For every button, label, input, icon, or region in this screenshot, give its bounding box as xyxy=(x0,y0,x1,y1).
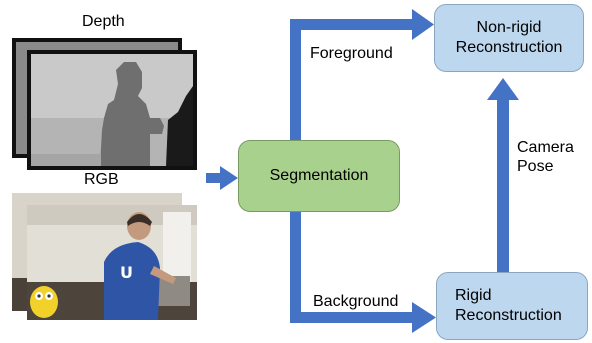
nonrigid-label-line2: Reconstruction xyxy=(455,39,563,56)
camera-pose-line2: Pose xyxy=(517,158,554,176)
camera-pose-line1: Camera xyxy=(517,139,574,156)
input-arrow xyxy=(206,166,238,190)
camera-pose-arrow xyxy=(487,78,519,272)
person-figure: U xyxy=(104,212,176,320)
nonrigid-label-line1: Non-rigid xyxy=(476,19,542,36)
svg-text:U: U xyxy=(120,263,133,282)
rgb-frame-stack: U xyxy=(12,193,197,320)
depth-image xyxy=(31,54,193,166)
depth-frame-stack xyxy=(12,38,197,170)
nonrigid-reconstruction-node: Non-rigid Reconstruction xyxy=(434,4,584,72)
rgb-label: RGB xyxy=(84,171,119,188)
segmentation-node: Segmentation xyxy=(238,140,400,212)
rigid-label-line2: Reconstruction xyxy=(455,307,562,324)
background-label: Background xyxy=(313,293,399,310)
background-arrow xyxy=(290,210,436,333)
foreground-label: Foreground xyxy=(310,45,393,62)
rigid-label-line1: Rigid xyxy=(455,287,492,304)
yellow-toy xyxy=(30,286,58,318)
arrows xyxy=(206,9,519,333)
rigid-reconstruction-node: Rigid Reconstruction xyxy=(436,272,588,340)
segmentation-label: Segmentation xyxy=(269,167,369,184)
depth-label: Depth xyxy=(82,13,125,30)
camera-pose-label: Camera Pose xyxy=(517,138,574,176)
foreground-arrow xyxy=(290,9,434,144)
